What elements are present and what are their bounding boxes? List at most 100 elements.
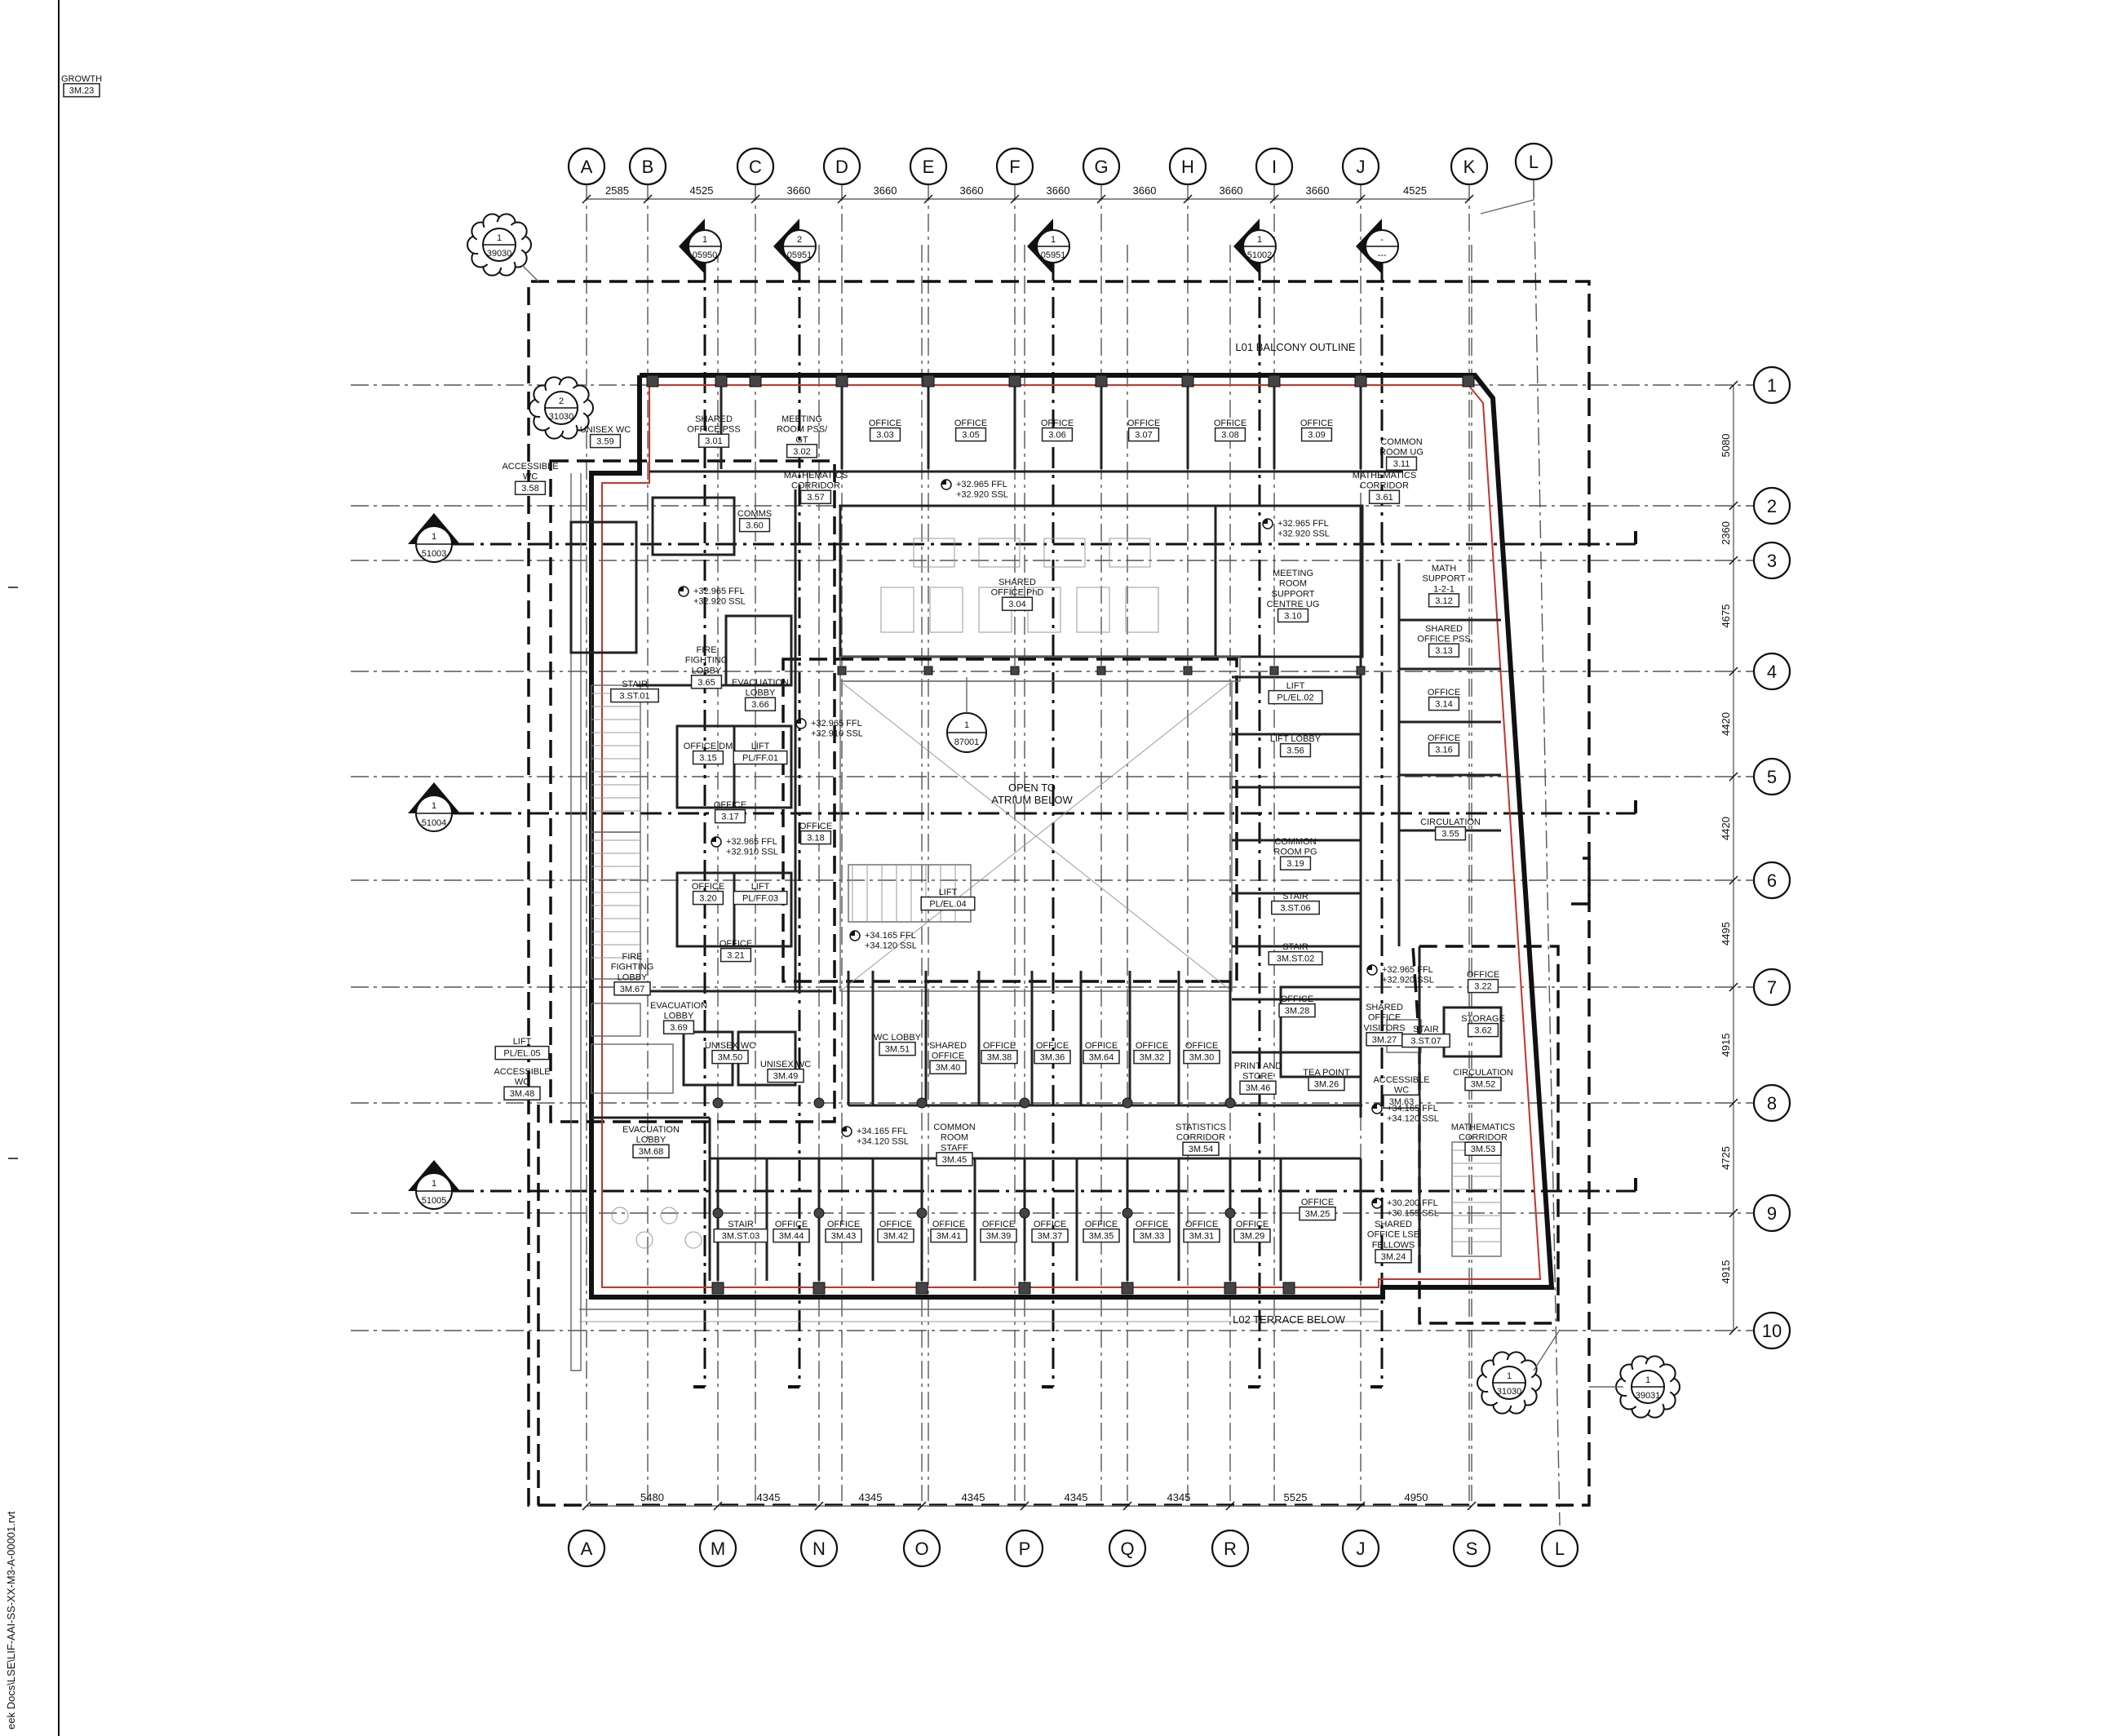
dimension-right: 4915 bbox=[1720, 1034, 1732, 1057]
room-name: LIFT bbox=[513, 1037, 532, 1047]
room-name: OFFICE bbox=[799, 822, 832, 831]
section-marker-number: 1 bbox=[432, 1179, 436, 1189]
room-number: 3.06 bbox=[1048, 431, 1065, 441]
room-name: CIRCULATION bbox=[1453, 1068, 1513, 1078]
room-name: OFFICE bbox=[932, 1220, 965, 1229]
room-name: OFFICE bbox=[1041, 418, 1074, 428]
room-name: OFFICE bbox=[1085, 1220, 1118, 1229]
room-number: 3M.38 bbox=[987, 1053, 1012, 1063]
room-name: STAIR bbox=[1413, 1025, 1439, 1034]
room-number: 3.58 bbox=[521, 484, 538, 494]
room-number: 3.20 bbox=[699, 894, 716, 904]
grid-bubble-top-D-label: D bbox=[835, 157, 848, 177]
grid-bubble-top-L: L bbox=[1514, 142, 1553, 181]
room-number: 3.02 bbox=[793, 447, 810, 457]
room-number: 3M.54 bbox=[1189, 1145, 1214, 1154]
level-value: +32.965 FFL+32.910 SSL bbox=[726, 837, 778, 857]
room-tag: OFFICE DM3.15 bbox=[684, 742, 733, 765]
grid-bubble-bottom-P: P bbox=[1005, 1529, 1044, 1568]
level-marker: +32.965 FFL+32.920 SSL bbox=[1262, 518, 1330, 539]
room-number: PL/EL.02 bbox=[1277, 693, 1313, 703]
room-number: 3M.ST.02 bbox=[1277, 954, 1314, 964]
room-name: UNISEX WC bbox=[705, 1041, 755, 1051]
room-name: OFFICE bbox=[1467, 970, 1499, 980]
building-walls bbox=[570, 373, 1555, 1371]
room-name: COMMS bbox=[737, 509, 772, 519]
room-name: LIFT LOBBY bbox=[1270, 734, 1322, 744]
elevation-tag-number: 1 bbox=[497, 233, 502, 243]
room-number: PL/EL.04 bbox=[929, 900, 966, 910]
section-marker-ref: 05951 bbox=[787, 250, 813, 260]
dimension-bottom: 4345 bbox=[1065, 1491, 1088, 1504]
elevation-tag-ref: 31030 bbox=[549, 412, 574, 422]
room-number: 3M.25 bbox=[1305, 1210, 1331, 1220]
balcony-outline-note: L01 BALCONY OUTLINE bbox=[1235, 341, 1355, 353]
grid-bubble-row-1-label: 1 bbox=[1767, 375, 1777, 396]
section-marker-number: 1 bbox=[702, 235, 707, 245]
room-number: 3M.64 bbox=[1089, 1053, 1114, 1063]
grid-bubble-row-3-label: 3 bbox=[1767, 551, 1777, 571]
dimension-right: 4915 bbox=[1720, 1260, 1732, 1284]
room-name: OFFICE bbox=[1428, 733, 1460, 743]
room-name: STAIR bbox=[728, 1220, 754, 1229]
room-name: OFFICE bbox=[1281, 994, 1313, 1004]
room-number: 3M.24 bbox=[1381, 1252, 1406, 1262]
room-number: 3M.33 bbox=[1140, 1232, 1165, 1242]
room-number: 3.22 bbox=[1474, 982, 1491, 992]
room-name: OFFICE bbox=[714, 800, 746, 810]
dimension-top: 3660 bbox=[1133, 184, 1157, 197]
room-name: OFFICE bbox=[720, 939, 752, 949]
level-marker: +32.965 FFL+32.910 SSL bbox=[711, 836, 778, 857]
grid-bubble-bottom-N-label: N bbox=[813, 1539, 826, 1559]
room-number: 3.65 bbox=[697, 678, 715, 688]
dimension-bottom: 4345 bbox=[962, 1491, 985, 1504]
grid-bubble-top-A-label: A bbox=[581, 157, 593, 177]
level-value: +34.165 FFL+34.120 SSL bbox=[865, 931, 917, 951]
room-tag: UNISEX WC 3M.50 bbox=[705, 1041, 755, 1065]
grid-bubble-row-8-label: 8 bbox=[1767, 1093, 1777, 1114]
section-marker-ref: 05951 bbox=[1041, 250, 1066, 260]
grid-bubble-top-C: C bbox=[736, 147, 775, 186]
boundary-outlines bbox=[453, 259, 1637, 1507]
grid-bubble-bottom-A-label: A bbox=[581, 1539, 593, 1559]
room-number: 3M.37 bbox=[1038, 1232, 1063, 1242]
room-number: 3M.39 bbox=[986, 1232, 1012, 1242]
room-number: 3.11 bbox=[1393, 459, 1410, 469]
grid-bubble-top-G: G bbox=[1082, 147, 1121, 186]
elevation-tag-ref: 39031 bbox=[1636, 1391, 1661, 1401]
elevation-tag-number: 2 bbox=[559, 396, 564, 406]
room-number: 3M.50 bbox=[718, 1053, 743, 1063]
room-number: 3.60 bbox=[746, 521, 763, 531]
room-name: OFFICE DM bbox=[684, 742, 733, 751]
grid-bubble-top-G-label: G bbox=[1094, 157, 1108, 177]
dimension-right: 4495 bbox=[1720, 922, 1732, 946]
terrace-below-note: L02 TERRACE BELOW bbox=[1233, 1313, 1345, 1326]
